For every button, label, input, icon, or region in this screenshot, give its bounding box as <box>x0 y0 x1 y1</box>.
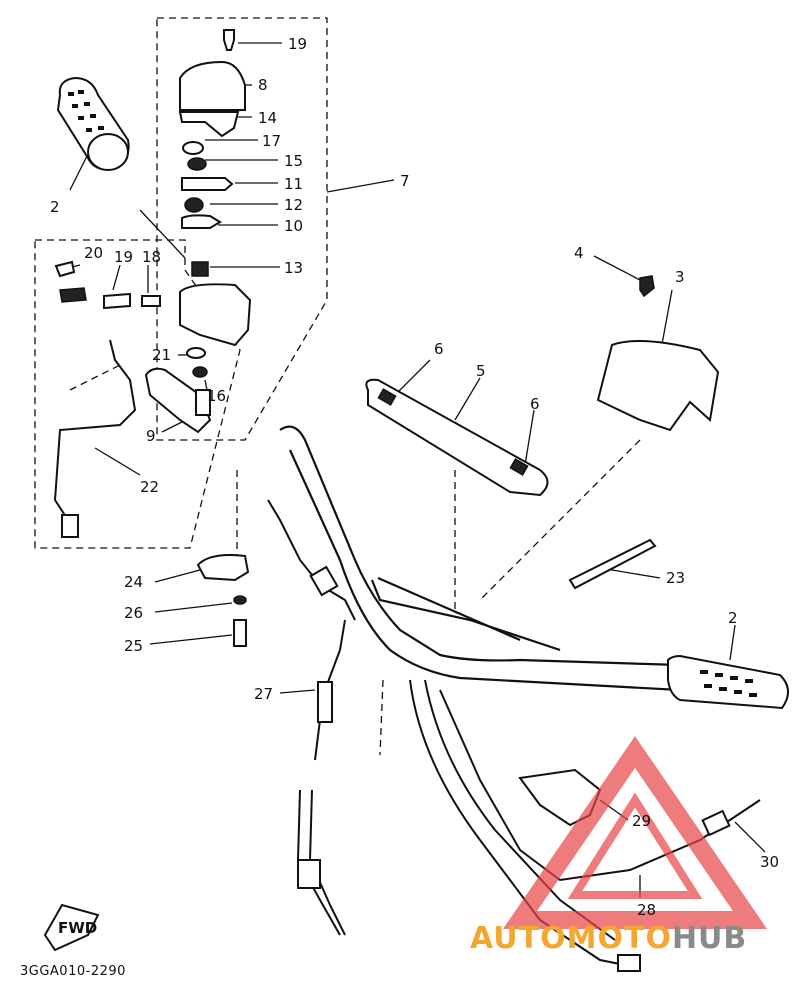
callout-26: 26 <box>124 604 143 622</box>
callout-22: 22 <box>140 478 159 496</box>
handlebar-pad <box>365 378 549 497</box>
callout-3: 3 <box>675 268 685 286</box>
fwd-label: FWD <box>58 919 97 937</box>
callout-7: 7 <box>400 172 410 190</box>
callout-24: 24 <box>124 573 143 591</box>
callout-15: 15 <box>284 152 303 170</box>
handlebar <box>279 425 681 692</box>
handlebar-cover <box>596 275 720 432</box>
cable-27 <box>267 499 356 936</box>
right-grip <box>667 654 789 710</box>
callout-17: 17 <box>262 132 281 150</box>
left-switch-parts <box>53 260 252 538</box>
callout-28: 28 <box>637 901 656 919</box>
callout-19b: 19 <box>114 248 133 266</box>
watermark-hub: HUB <box>672 921 747 956</box>
callout-5: 5 <box>476 362 486 380</box>
callout-18: 18 <box>142 248 161 266</box>
callout-25: 25 <box>124 637 143 655</box>
left-grip <box>56 76 130 171</box>
callout-2a: 2 <box>50 198 60 216</box>
watermark-moto: MOTO <box>567 921 672 956</box>
callout-9: 9 <box>146 427 156 445</box>
callout-30: 30 <box>760 853 779 871</box>
callout-23: 23 <box>666 569 685 587</box>
fwd-arrow: FWD <box>43 903 100 952</box>
leader-lines <box>67 42 766 898</box>
callout-8: 8 <box>258 76 268 94</box>
cable-tie <box>568 538 657 590</box>
callout-19a: 19 <box>288 35 307 53</box>
callout-14: 14 <box>258 109 277 127</box>
automotohub-watermark: AUTOMOTOHUB <box>470 736 768 956</box>
callout-29: 29 <box>632 812 651 830</box>
callout-2b: 2 <box>728 609 738 627</box>
callout-16: 16 <box>207 387 226 405</box>
watermark-auto: AUTO <box>470 921 567 956</box>
throttle-housing-parts <box>178 29 246 277</box>
drawing-code: 3GGA010-2290 <box>20 964 126 979</box>
callout-10: 10 <box>284 217 303 235</box>
callout-13: 13 <box>284 259 303 277</box>
svg-text:AUTOMOTOHUB: AUTOMOTOHUB <box>470 921 747 956</box>
clamp-parts <box>196 554 250 647</box>
callout-4: 4 <box>574 244 584 262</box>
callout-12: 12 <box>284 196 303 214</box>
callout-11: 11 <box>284 175 303 193</box>
callout-20: 20 <box>84 244 103 262</box>
callout-6a: 6 <box>434 340 444 358</box>
callout-labels: 19 8 14 17 15 11 12 10 13 7 2 20 19 18 2… <box>50 35 779 919</box>
callout-6b: 6 <box>530 395 540 413</box>
callout-27: 27 <box>254 685 273 703</box>
callout-21: 21 <box>152 346 171 364</box>
